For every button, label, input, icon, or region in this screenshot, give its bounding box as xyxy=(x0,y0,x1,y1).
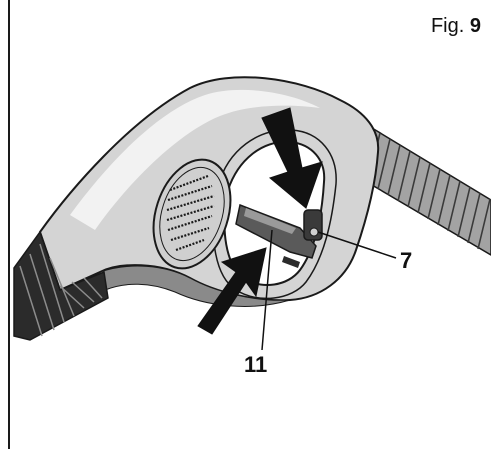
flexible-hose xyxy=(359,126,491,256)
leader-lines xyxy=(261,229,397,351)
callout-7: 7 xyxy=(400,248,412,273)
press-arrows xyxy=(197,107,323,335)
figure-label: Fig. 9 xyxy=(431,16,481,36)
label-disc xyxy=(152,158,232,270)
leader-line-7 xyxy=(317,231,397,259)
ribbed-grip xyxy=(13,230,109,341)
arrow-top-icon xyxy=(261,107,323,209)
figure-prefix: Fig. xyxy=(430,15,465,37)
arrow-bottom-icon xyxy=(197,247,267,335)
leader-line-11 xyxy=(261,229,273,351)
figure-number: 9 xyxy=(469,15,481,37)
release-latch xyxy=(235,203,323,268)
callout-11: 11 xyxy=(244,352,267,377)
